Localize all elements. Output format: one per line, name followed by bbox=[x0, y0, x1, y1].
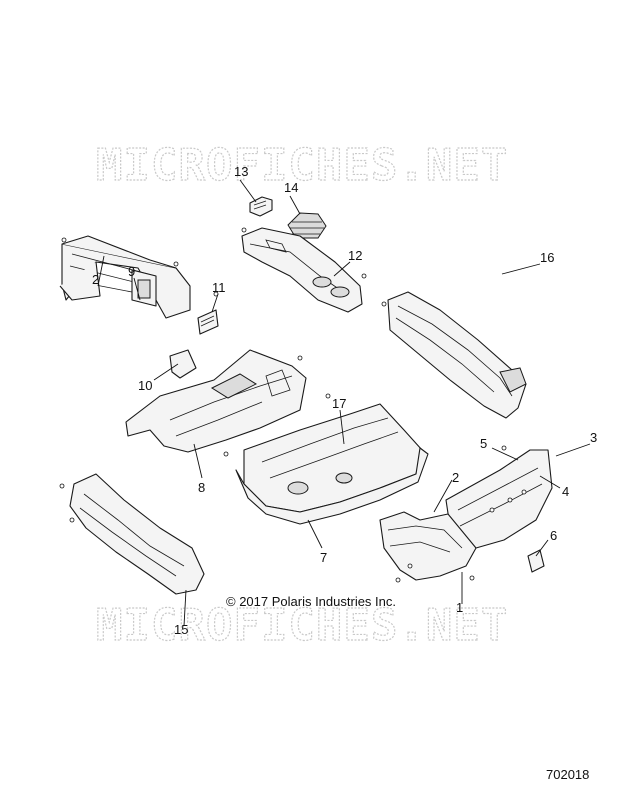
part-8-front-floor bbox=[125, 349, 307, 453]
callout-3: 3 bbox=[590, 430, 597, 445]
part-15-left-rocker bbox=[69, 473, 205, 595]
callout-8: 8 bbox=[198, 480, 205, 495]
watermark-top: MICROFICHES.NET bbox=[96, 140, 508, 191]
callout-1: 1 bbox=[456, 600, 463, 615]
callout-16: 16 bbox=[540, 250, 554, 265]
callout-6: 6 bbox=[550, 528, 557, 543]
part-6-bracket bbox=[527, 549, 545, 573]
diagram-id: 702018 bbox=[546, 767, 589, 782]
callout-7: 7 bbox=[320, 550, 327, 565]
callout-13: 13 bbox=[234, 164, 248, 179]
callout-9: 9 bbox=[128, 264, 135, 279]
callout-5: 5 bbox=[480, 436, 487, 451]
callout-12: 12 bbox=[348, 248, 362, 263]
part-16-right-panel bbox=[387, 291, 527, 419]
part-12-center-console bbox=[241, 227, 363, 313]
callout-17: 17 bbox=[332, 396, 346, 411]
copyright-text: © 2017 Polaris Industries Inc. bbox=[226, 594, 396, 609]
callout-2b: 2 bbox=[452, 470, 459, 485]
part-11-cover bbox=[197, 309, 219, 335]
part-1-right-floor bbox=[379, 511, 477, 581]
callout-4: 4 bbox=[562, 484, 569, 499]
leader-lines bbox=[97, 179, 591, 627]
part-2-left-panel bbox=[59, 235, 191, 319]
part-17-center-tub bbox=[243, 403, 423, 513]
callout-15: 15 bbox=[174, 622, 188, 637]
part-9-panel-insert bbox=[131, 269, 157, 307]
watermark-bottom: MICROFICHES.NET bbox=[96, 600, 508, 651]
callout-14: 14 bbox=[284, 180, 298, 195]
part-10-pocket bbox=[169, 349, 197, 379]
callout-10: 10 bbox=[138, 378, 152, 393]
part-7-floor-pan bbox=[235, 447, 429, 525]
fasteners bbox=[59, 227, 507, 583]
callouts: 13 14 12 2 9 11 10 16 17 8 7 5 3 2 4 6 1… bbox=[92, 164, 597, 637]
part-13-clip bbox=[249, 196, 273, 217]
callout-2a: 2 bbox=[92, 272, 99, 287]
callout-11: 11 bbox=[212, 280, 226, 295]
